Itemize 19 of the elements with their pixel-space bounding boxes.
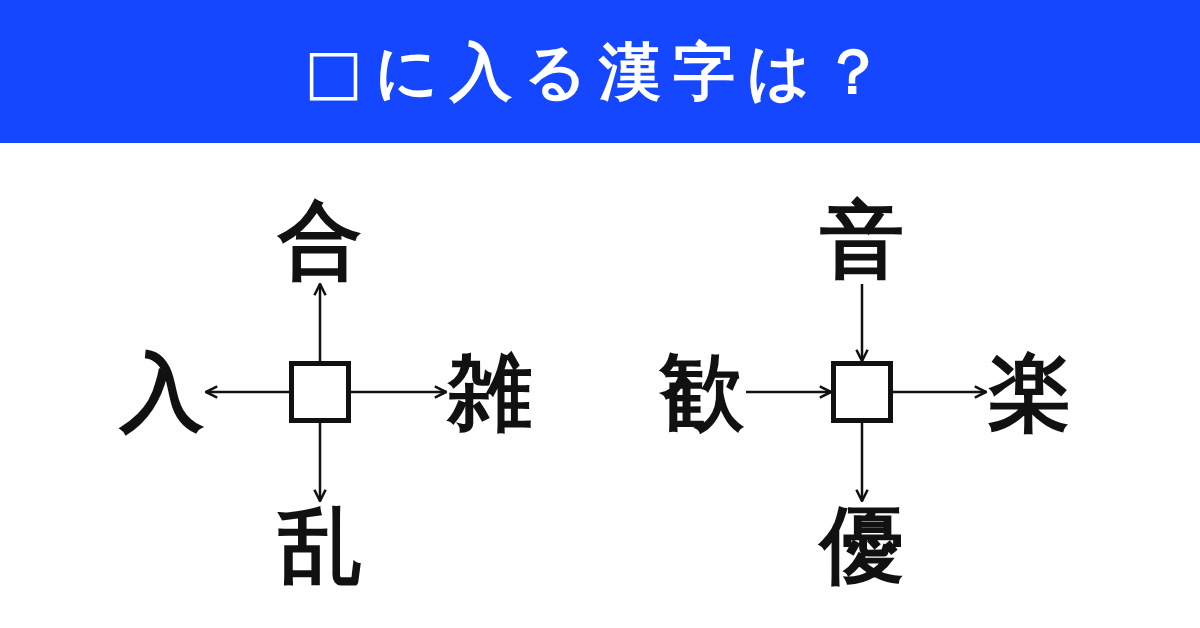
kanji: 乱 <box>278 503 362 587</box>
arrow <box>855 284 869 363</box>
kanji: 楽 <box>988 350 1072 434</box>
kanji: 音 <box>820 198 904 282</box>
arrow <box>746 385 833 399</box>
kanji: 合 <box>278 198 362 282</box>
arrow <box>855 423 869 503</box>
arrow <box>351 385 448 399</box>
arrow <box>313 282 327 361</box>
blank-square <box>831 361 893 423</box>
blank-square <box>289 361 351 423</box>
kanji: 歓 <box>660 350 744 434</box>
kanji: 優 <box>820 503 904 587</box>
arrow <box>313 423 327 503</box>
title: □に入る漢字は？ <box>304 33 896 110</box>
arrow <box>893 385 988 399</box>
kanji: 雑 <box>448 350 532 434</box>
arrow <box>204 385 289 399</box>
kanji: 入 <box>120 350 204 434</box>
